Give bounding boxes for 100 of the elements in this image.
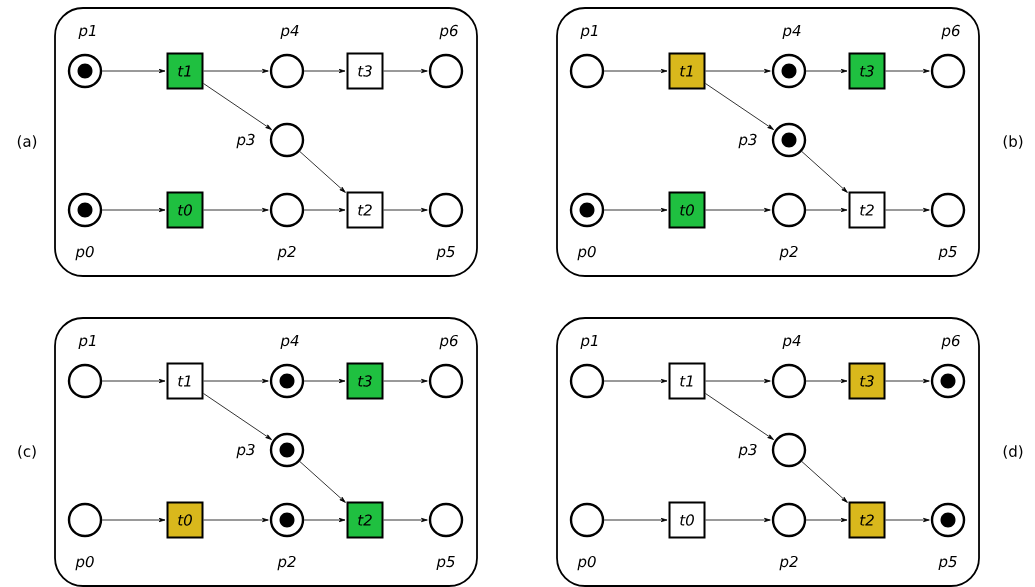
place-label: p4 xyxy=(280,25,299,40)
transition-box: t3 xyxy=(848,52,886,90)
arrow xyxy=(603,378,668,384)
place-label: p6 xyxy=(941,334,960,350)
transition-box: t1 xyxy=(166,362,204,400)
arrow xyxy=(805,517,848,523)
place-label: p2 xyxy=(779,555,798,571)
place-circle xyxy=(771,363,807,399)
place-label: p5 xyxy=(436,556,455,571)
arrow xyxy=(603,207,668,213)
arrow xyxy=(303,517,346,523)
panel-frame xyxy=(54,317,478,587)
place-label: p5 xyxy=(938,556,957,571)
transition-box: t1 xyxy=(668,52,706,90)
arrow xyxy=(101,517,166,523)
place-label: p0 xyxy=(577,555,596,571)
place-circle xyxy=(569,192,605,228)
place-label: p1 xyxy=(78,335,96,350)
place-label: p0 xyxy=(75,245,94,261)
arrow xyxy=(101,207,166,213)
place-circle xyxy=(428,363,464,399)
place-circle xyxy=(67,53,103,89)
token xyxy=(940,512,956,528)
token xyxy=(77,202,93,218)
arrow xyxy=(705,207,771,213)
place-circle xyxy=(428,502,464,538)
place-circle xyxy=(269,363,305,399)
place-circle xyxy=(569,502,605,538)
place-circle xyxy=(67,192,103,228)
place-circle xyxy=(269,502,305,538)
place-circle xyxy=(930,192,966,228)
place-label: p1 xyxy=(580,25,598,40)
arrow xyxy=(303,207,346,213)
arrow xyxy=(101,68,166,74)
arrow xyxy=(805,207,848,213)
arrow xyxy=(383,517,428,523)
arrow xyxy=(885,517,930,523)
place-label: p1 xyxy=(580,335,598,350)
place-circle xyxy=(771,192,807,228)
place-circle xyxy=(771,432,807,468)
token xyxy=(279,512,295,528)
place-circle xyxy=(428,192,464,228)
arrow xyxy=(885,68,930,74)
transition-box: t0 xyxy=(668,501,706,539)
token xyxy=(781,63,797,79)
transition-box: t2 xyxy=(346,501,384,539)
place-circle xyxy=(269,192,305,228)
arrow xyxy=(801,151,848,193)
transition-box: t0 xyxy=(668,191,706,229)
arrow xyxy=(805,68,848,74)
transition-box: t3 xyxy=(346,362,384,400)
arrow xyxy=(805,378,848,384)
place-circle xyxy=(569,363,605,399)
panel-frame xyxy=(556,317,980,587)
place-circle xyxy=(930,363,966,399)
place-label: p4 xyxy=(782,335,801,350)
place-circle xyxy=(930,53,966,89)
place-circle xyxy=(67,363,103,399)
arrow xyxy=(885,378,930,384)
place-label: p1 xyxy=(78,25,96,40)
token xyxy=(781,132,797,148)
arrow xyxy=(603,517,668,523)
place-circle xyxy=(269,53,305,89)
transition-box: t1 xyxy=(166,52,204,90)
place-label: p3 xyxy=(738,443,757,459)
panel-label: (b) xyxy=(1003,135,1023,149)
arrow xyxy=(203,68,269,74)
place-circle xyxy=(771,502,807,538)
token xyxy=(77,63,93,79)
place-label: p5 xyxy=(436,246,455,261)
transition-box: t2 xyxy=(848,191,886,229)
place-label: p2 xyxy=(277,245,296,261)
arrow xyxy=(705,68,771,74)
arrow xyxy=(101,378,166,384)
place-circle xyxy=(771,122,807,158)
place-circle xyxy=(269,122,305,158)
arrow xyxy=(203,378,269,384)
token xyxy=(279,442,295,458)
arrow xyxy=(383,207,428,213)
panel-label: (a) xyxy=(17,135,37,149)
panel-frame xyxy=(54,7,478,277)
place-label: p3 xyxy=(236,443,255,459)
arrow xyxy=(303,68,346,74)
arrow xyxy=(203,517,269,523)
place-circle xyxy=(269,432,305,468)
arrow xyxy=(383,68,428,74)
transition-box: t2 xyxy=(848,501,886,539)
transition-box: t2 xyxy=(346,191,384,229)
transition-box: t3 xyxy=(346,52,384,90)
arrow xyxy=(303,378,346,384)
token xyxy=(279,373,295,389)
place-label: p5 xyxy=(938,246,957,261)
panel-label: (d) xyxy=(1003,445,1023,459)
place-label: p2 xyxy=(277,555,296,571)
transition-box: t0 xyxy=(166,501,204,539)
token xyxy=(579,202,595,218)
arrow xyxy=(885,207,930,213)
place-label: p3 xyxy=(236,133,255,149)
arrow xyxy=(801,461,848,503)
arrow xyxy=(299,461,346,503)
